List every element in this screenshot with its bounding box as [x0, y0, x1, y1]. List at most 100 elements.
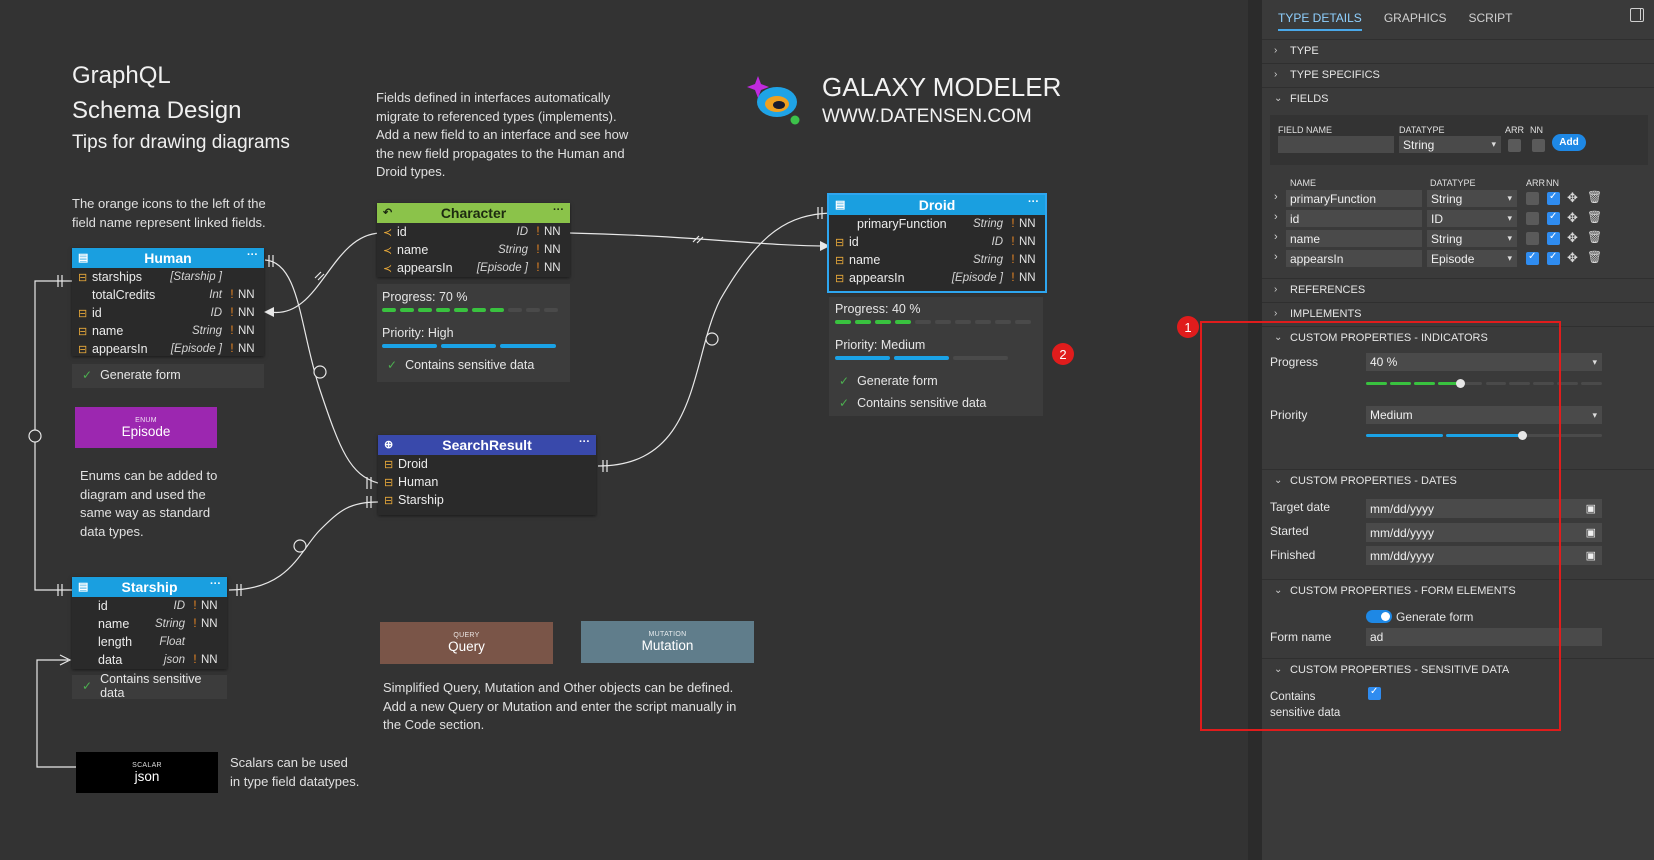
- menu-dots-icon[interactable]: ···: [553, 204, 564, 216]
- diagram-canvas[interactable]: GraphQL Schema Design Tips for drawing d…: [0, 0, 1248, 860]
- sensitive-data-checkbox[interactable]: [1368, 686, 1381, 700]
- nn-checkbox[interactable]: [1547, 251, 1560, 265]
- section-sensitive-data[interactable]: ⌄CUSTOM PROPERTIES - SENSITIVE DATA: [1262, 658, 1654, 680]
- human-type[interactable]: ▤ Human ··· ⊟starships[Starship ] totalC…: [72, 248, 264, 356]
- move-icon[interactable]: ✥: [1567, 230, 1578, 245]
- field-row[interactable]: ⊟starships[Starship ]: [72, 268, 264, 286]
- target-date-input[interactable]: mm/dd/yyyy▣: [1366, 499, 1602, 518]
- menu-dots-icon[interactable]: ···: [210, 578, 221, 590]
- calendar-icon[interactable]: ▣: [1585, 503, 1596, 515]
- union-member-row[interactable]: ⊟Droid: [378, 455, 596, 473]
- field-datatype-select[interactable]: String: [1427, 230, 1517, 247]
- panel-toggle-icon[interactable]: [1630, 8, 1644, 22]
- move-icon[interactable]: ✥: [1567, 190, 1578, 205]
- menu-dots-icon[interactable]: ···: [579, 436, 590, 448]
- finished-date-input[interactable]: mm/dd/yyyy▣: [1366, 546, 1602, 565]
- nn-checkbox[interactable]: [1547, 211, 1560, 225]
- trash-icon[interactable]: 🗑: [1587, 210, 1603, 224]
- add-field-button[interactable]: Add: [1552, 134, 1586, 151]
- field-name-input[interactable]: name: [1286, 230, 1422, 247]
- menu-dots-icon[interactable]: ···: [1028, 196, 1039, 208]
- chevron-right-icon[interactable]: ›: [1274, 231, 1278, 243]
- arr-checkbox[interactable]: [1526, 232, 1539, 245]
- generate-form-toggle[interactable]: [1366, 610, 1392, 623]
- field-name-input[interactable]: id: [1286, 210, 1422, 227]
- chevron-right-icon[interactable]: ›: [1274, 211, 1278, 223]
- union-member-row[interactable]: ⊟Human: [378, 473, 596, 491]
- union-member-row[interactable]: ⊟Starship: [378, 491, 596, 509]
- form-name-input[interactable]: ad: [1366, 628, 1602, 646]
- field-name-input[interactable]: appearsIn: [1286, 250, 1422, 267]
- mutation-object[interactable]: MUTATION Mutation: [581, 621, 754, 663]
- progress-slider[interactable]: [1366, 379, 1602, 388]
- field-datatype-select[interactable]: String: [1427, 190, 1517, 207]
- section-fields[interactable]: ⌄FIELDS: [1262, 87, 1654, 109]
- field-datatype-select[interactable]: ID: [1427, 210, 1517, 227]
- tab-type-details[interactable]: TYPE DETAILS: [1278, 11, 1362, 31]
- starship-header[interactable]: ▤ Starship ···: [72, 577, 227, 597]
- brand-url[interactable]: WWW.DATENSEN.COM: [822, 106, 1032, 127]
- new-field-name-input[interactable]: [1278, 136, 1394, 153]
- started-date-input[interactable]: mm/dd/yyyy▣: [1366, 523, 1602, 542]
- field-name-input[interactable]: primaryFunction: [1286, 190, 1422, 207]
- priority-select[interactable]: Medium: [1366, 406, 1602, 424]
- human-header[interactable]: ▤ Human ···: [72, 248, 264, 268]
- character-header[interactable]: ↶ Character ···: [377, 203, 570, 223]
- section-form-elements[interactable]: ⌄CUSTOM PROPERTIES - FORM ELEMENTS: [1262, 579, 1654, 601]
- section-indicators[interactable]: ⌄CUSTOM PROPERTIES - INDICATORS: [1262, 326, 1654, 348]
- nn-checkbox[interactable]: [1547, 191, 1560, 205]
- move-icon[interactable]: ✥: [1567, 250, 1578, 265]
- arr-checkbox[interactable]: [1526, 251, 1539, 265]
- splitter[interactable]: [1248, 0, 1262, 860]
- field-row[interactable]: ⊟appearsIn[Episode ]!NN: [829, 269, 1045, 287]
- query-object[interactable]: QUERY Query: [380, 622, 553, 664]
- field-row[interactable]: ⊟appearsIn[Episode ]!NN: [72, 340, 264, 358]
- calendar-icon[interactable]: ▣: [1585, 550, 1596, 562]
- section-references[interactable]: ›REFERENCES: [1262, 278, 1654, 300]
- menu-dots-icon[interactable]: ···: [247, 249, 258, 261]
- move-icon[interactable]: ✥: [1567, 210, 1578, 225]
- arr-checkbox[interactable]: [1526, 192, 1539, 205]
- trash-icon[interactable]: 🗑: [1587, 250, 1603, 264]
- section-dates[interactable]: ⌄CUSTOM PROPERTIES - DATES: [1262, 469, 1654, 491]
- chevron-right-icon[interactable]: ›: [1274, 251, 1278, 263]
- nn-checkbox[interactable]: [1547, 231, 1560, 245]
- trash-icon[interactable]: 🗑: [1587, 190, 1603, 204]
- tab-graphics[interactable]: GRAPHICS: [1383, 11, 1447, 25]
- enum-episode[interactable]: ENUM Episode: [75, 407, 217, 448]
- arr-checkbox[interactable]: [1526, 212, 1539, 225]
- scalar-json[interactable]: SCALAR json: [76, 752, 218, 793]
- section-type-specifics[interactable]: ›TYPE SPECIFICS: [1262, 63, 1654, 85]
- trash-icon[interactable]: 🗑: [1587, 230, 1603, 244]
- chevron-right-icon[interactable]: ›: [1274, 191, 1278, 203]
- new-field-nn-checkbox[interactable]: [1532, 139, 1545, 152]
- new-field-datatype-select[interactable]: String: [1399, 136, 1501, 153]
- section-implements[interactable]: ›IMPLEMENTS: [1262, 302, 1654, 324]
- searchresult-header[interactable]: ⊕ SearchResult ···: [378, 435, 596, 455]
- progress-select[interactable]: 40 %: [1366, 353, 1602, 371]
- droid-header[interactable]: ▤ Droid ···: [829, 195, 1045, 215]
- slider-knob[interactable]: [1456, 379, 1466, 388]
- searchresult-union[interactable]: ⊕ SearchResult ··· ⊟Droid ⊟Human ⊟Starsh…: [378, 435, 596, 515]
- calendar-icon[interactable]: ▣: [1585, 527, 1596, 539]
- slider-knob[interactable]: [1517, 431, 1527, 440]
- field-row[interactable]: ≺appearsIn[Episode ]!NN: [377, 259, 570, 277]
- tab-script[interactable]: SCRIPT: [1468, 11, 1513, 25]
- section-type[interactable]: ›TYPE: [1262, 39, 1654, 61]
- field-datatype-select[interactable]: Episode: [1427, 250, 1517, 267]
